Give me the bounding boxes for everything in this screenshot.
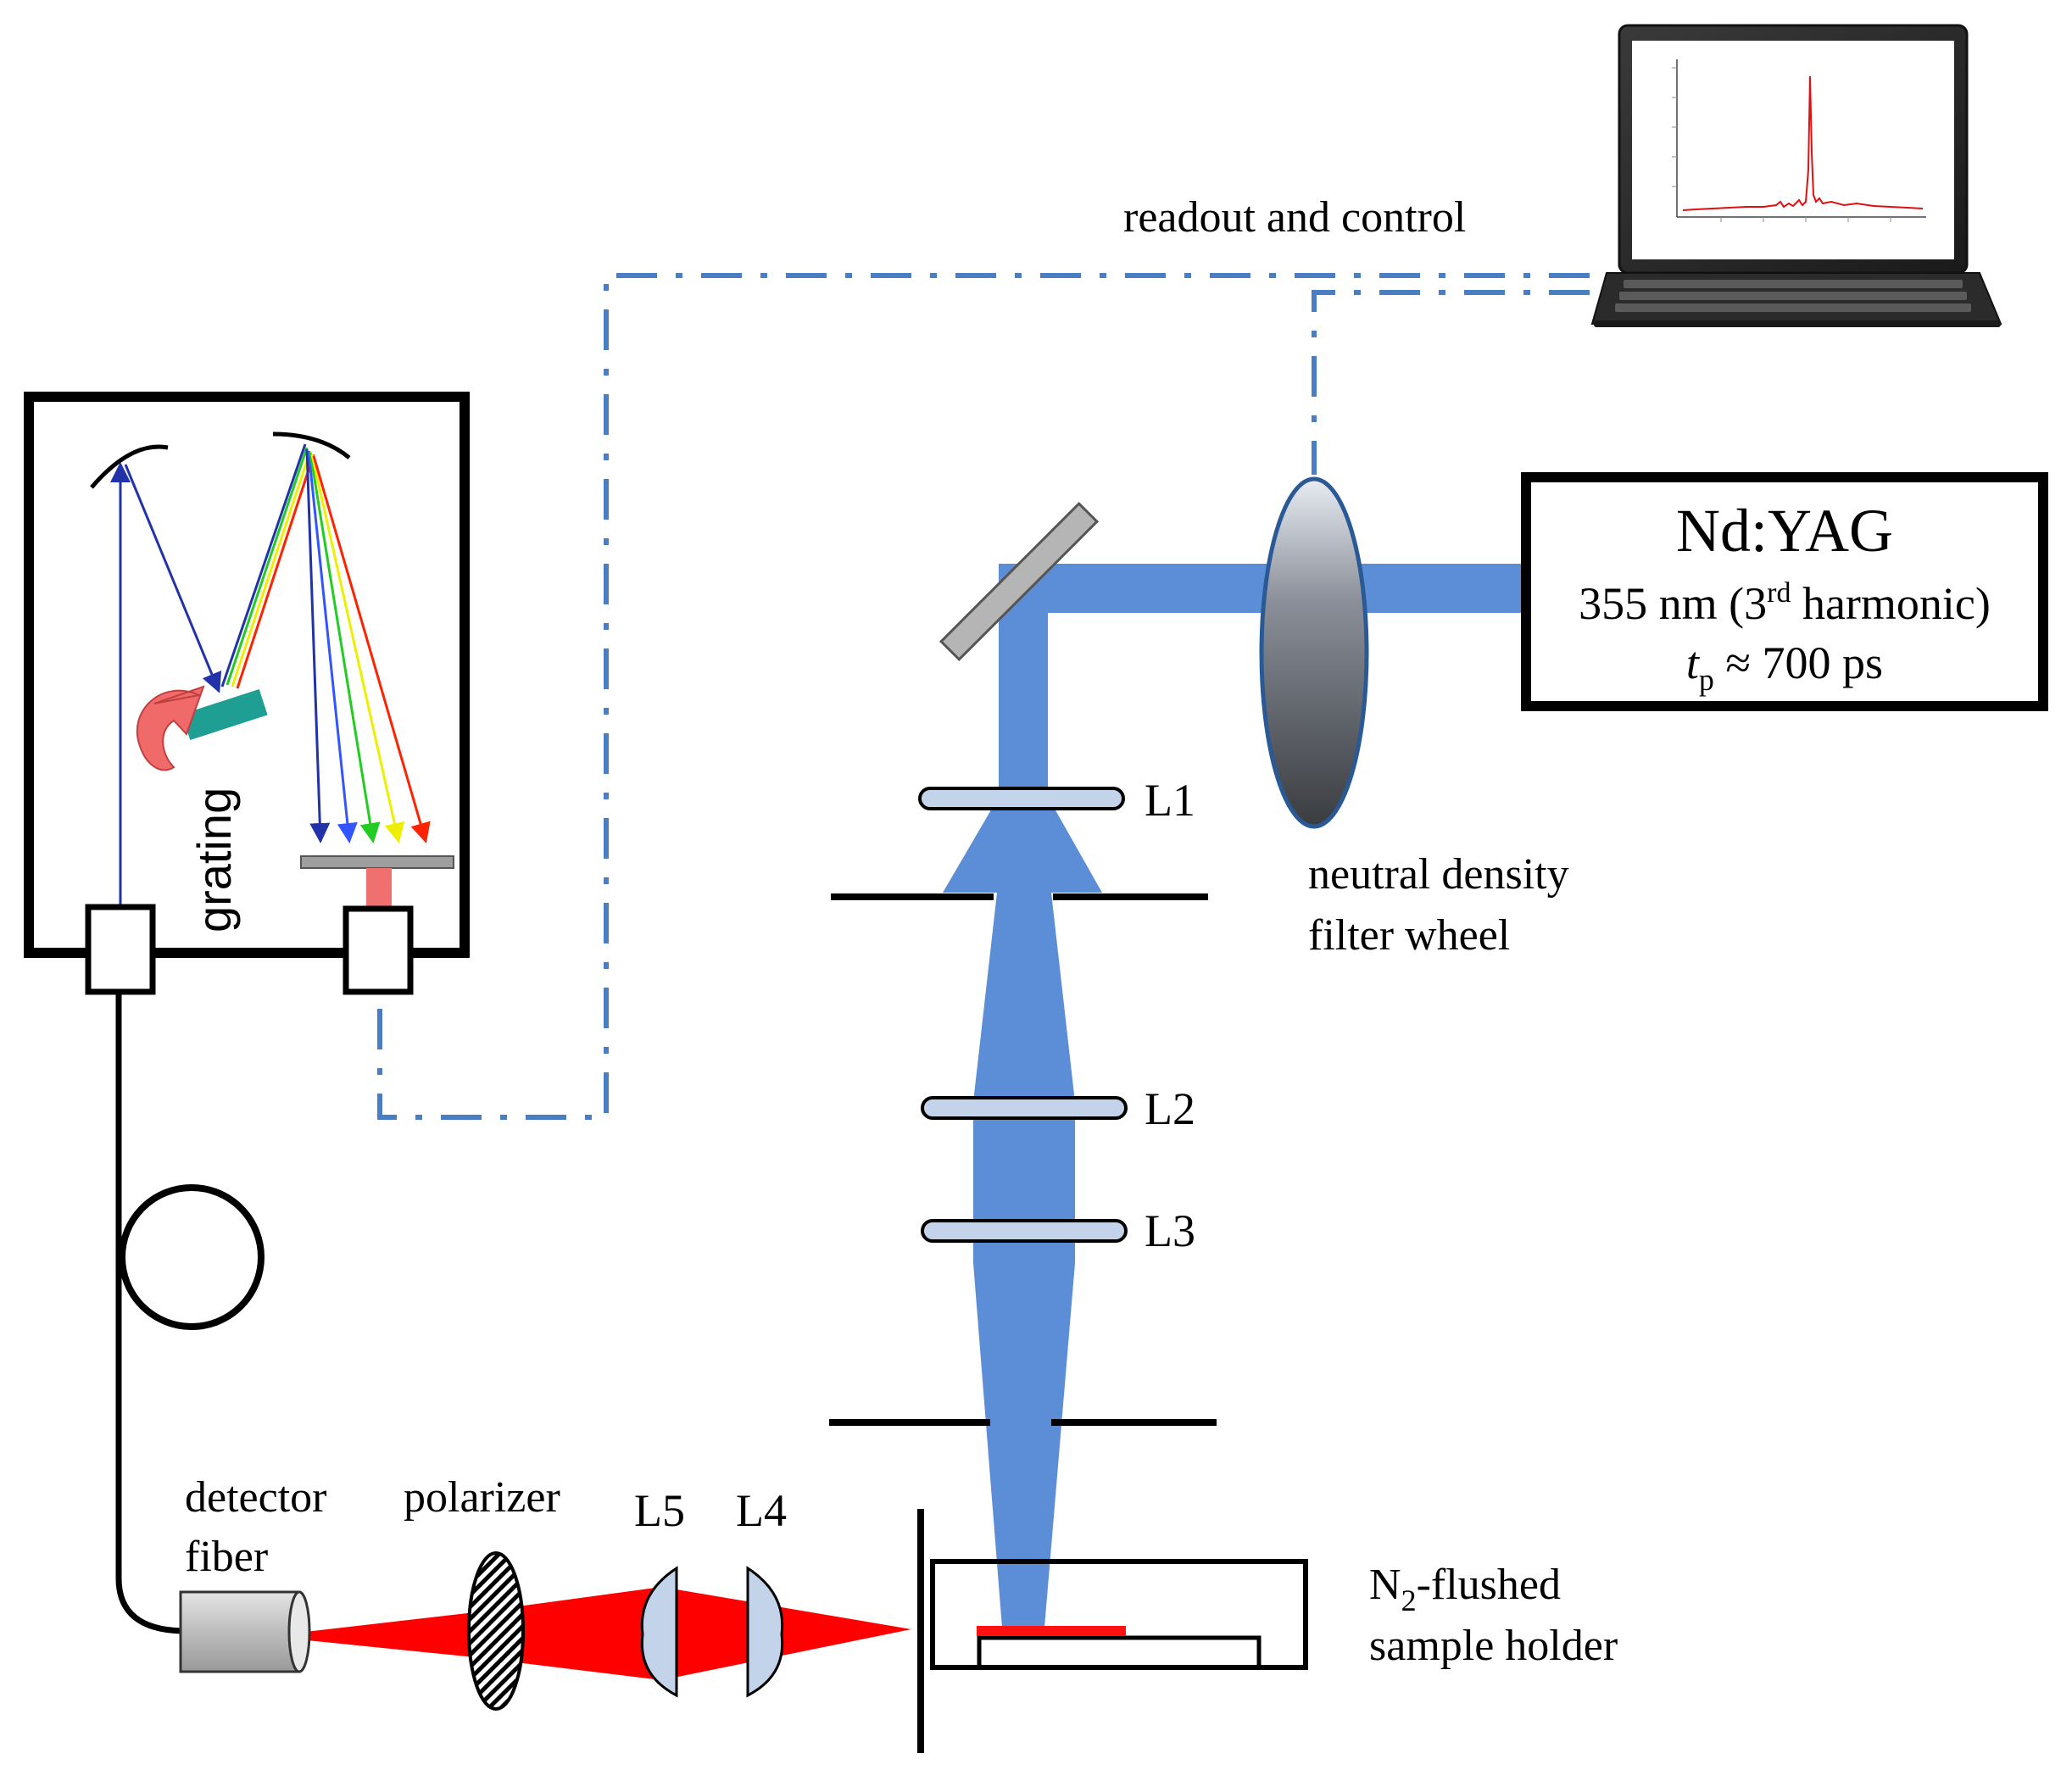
lens-l2-label: L2 (1145, 1083, 1195, 1134)
fiber-cable (115, 992, 183, 1634)
fiber-coil-icon (119, 1184, 265, 1330)
laser-wavelength: 355 nm (3rd harmonic) (1579, 577, 1991, 629)
laptop-screen (1632, 41, 1954, 259)
nd-filter-label-2: filter wheel (1308, 911, 1510, 960)
control-line-filter (1312, 290, 1590, 475)
ray-red (312, 455, 431, 843)
detector-fiber: detector fiber (115, 992, 326, 1673)
ray-green (309, 452, 381, 843)
lens-l3: L3 (921, 1205, 1195, 1256)
sample-holder: N2-flushed sample holder (917, 1509, 1618, 1753)
laser-box (1521, 472, 2048, 711)
grating-element (181, 688, 268, 741)
polarizer: polarizer (404, 1473, 560, 1711)
ccd-readout (366, 868, 392, 912)
laptop-keyboard (1615, 280, 1971, 312)
laser-source: Nd:YAG 355 nm (3rd harmonic) tp ≈ 700 ps (1521, 472, 2048, 711)
control-lines (377, 273, 1590, 1120)
laser-name: Nd:YAG (1676, 497, 1893, 565)
laser-pulse-width: tp ≈ 700 ps (1686, 637, 1883, 697)
sample-holder-label-1: N2-flushed (1369, 1561, 1561, 1617)
grating-label: grating (187, 788, 241, 932)
ccd-detector (300, 855, 454, 869)
readout-label: readout and control (1123, 193, 1466, 242)
sample (977, 1626, 1126, 1636)
output-port (343, 905, 414, 995)
lens-l4: L4 (736, 1485, 787, 1698)
spectrometer: grating (24, 392, 470, 995)
detector-fiber-head (179, 1590, 301, 1673)
lens-l3-label: L3 (1145, 1205, 1195, 1256)
lens-l4-label: L4 (736, 1485, 787, 1536)
collection-beam (298, 1587, 911, 1680)
control-line-spectrometer (377, 273, 1590, 1120)
laptop-icon (1590, 24, 2002, 327)
lens-l2: L2 (921, 1083, 1195, 1134)
turning-mirror (939, 501, 1100, 662)
sample-holder-chamber (930, 1559, 1308, 1670)
ray-violet (305, 448, 331, 843)
dispersed-rays (220, 443, 431, 843)
nd-filter-wheel: neutral density filter wheel (1259, 476, 1569, 960)
input-ray-to-grating (124, 464, 222, 693)
sample-holder-label-2: sample holder (1369, 1622, 1618, 1670)
laser-beam-expanded (943, 797, 1102, 1628)
lens-l1-label: L1 (1145, 775, 1195, 826)
ray-blue (307, 450, 358, 843)
sample-stage (977, 1635, 1262, 1670)
detector-fiber-label-1: detector (185, 1473, 326, 1522)
focusing-mirror (272, 431, 351, 459)
input-port (85, 904, 156, 995)
spectrometer-box (24, 392, 470, 958)
ray-yellow (310, 454, 405, 843)
lens-l5: L5 (634, 1485, 685, 1698)
polarizer-disc (467, 1551, 525, 1711)
detector-fiber-face (287, 1590, 311, 1673)
aperture-plates (829, 893, 1217, 1426)
lens-l5-label: L5 (634, 1485, 685, 1536)
laser-beam (943, 564, 1526, 1628)
detector-fiber-label-2: fiber (185, 1533, 268, 1581)
nd-filter-label-1: neutral density (1308, 850, 1569, 899)
laptop-spectrum-plot (1672, 59, 1926, 222)
rotation-arrow-icon (136, 685, 205, 771)
lens-l1: L1 (918, 775, 1195, 826)
collimating-mirror (90, 444, 169, 489)
nd-filter-disc (1259, 476, 1369, 829)
polarizer-label: polarizer (404, 1473, 560, 1522)
